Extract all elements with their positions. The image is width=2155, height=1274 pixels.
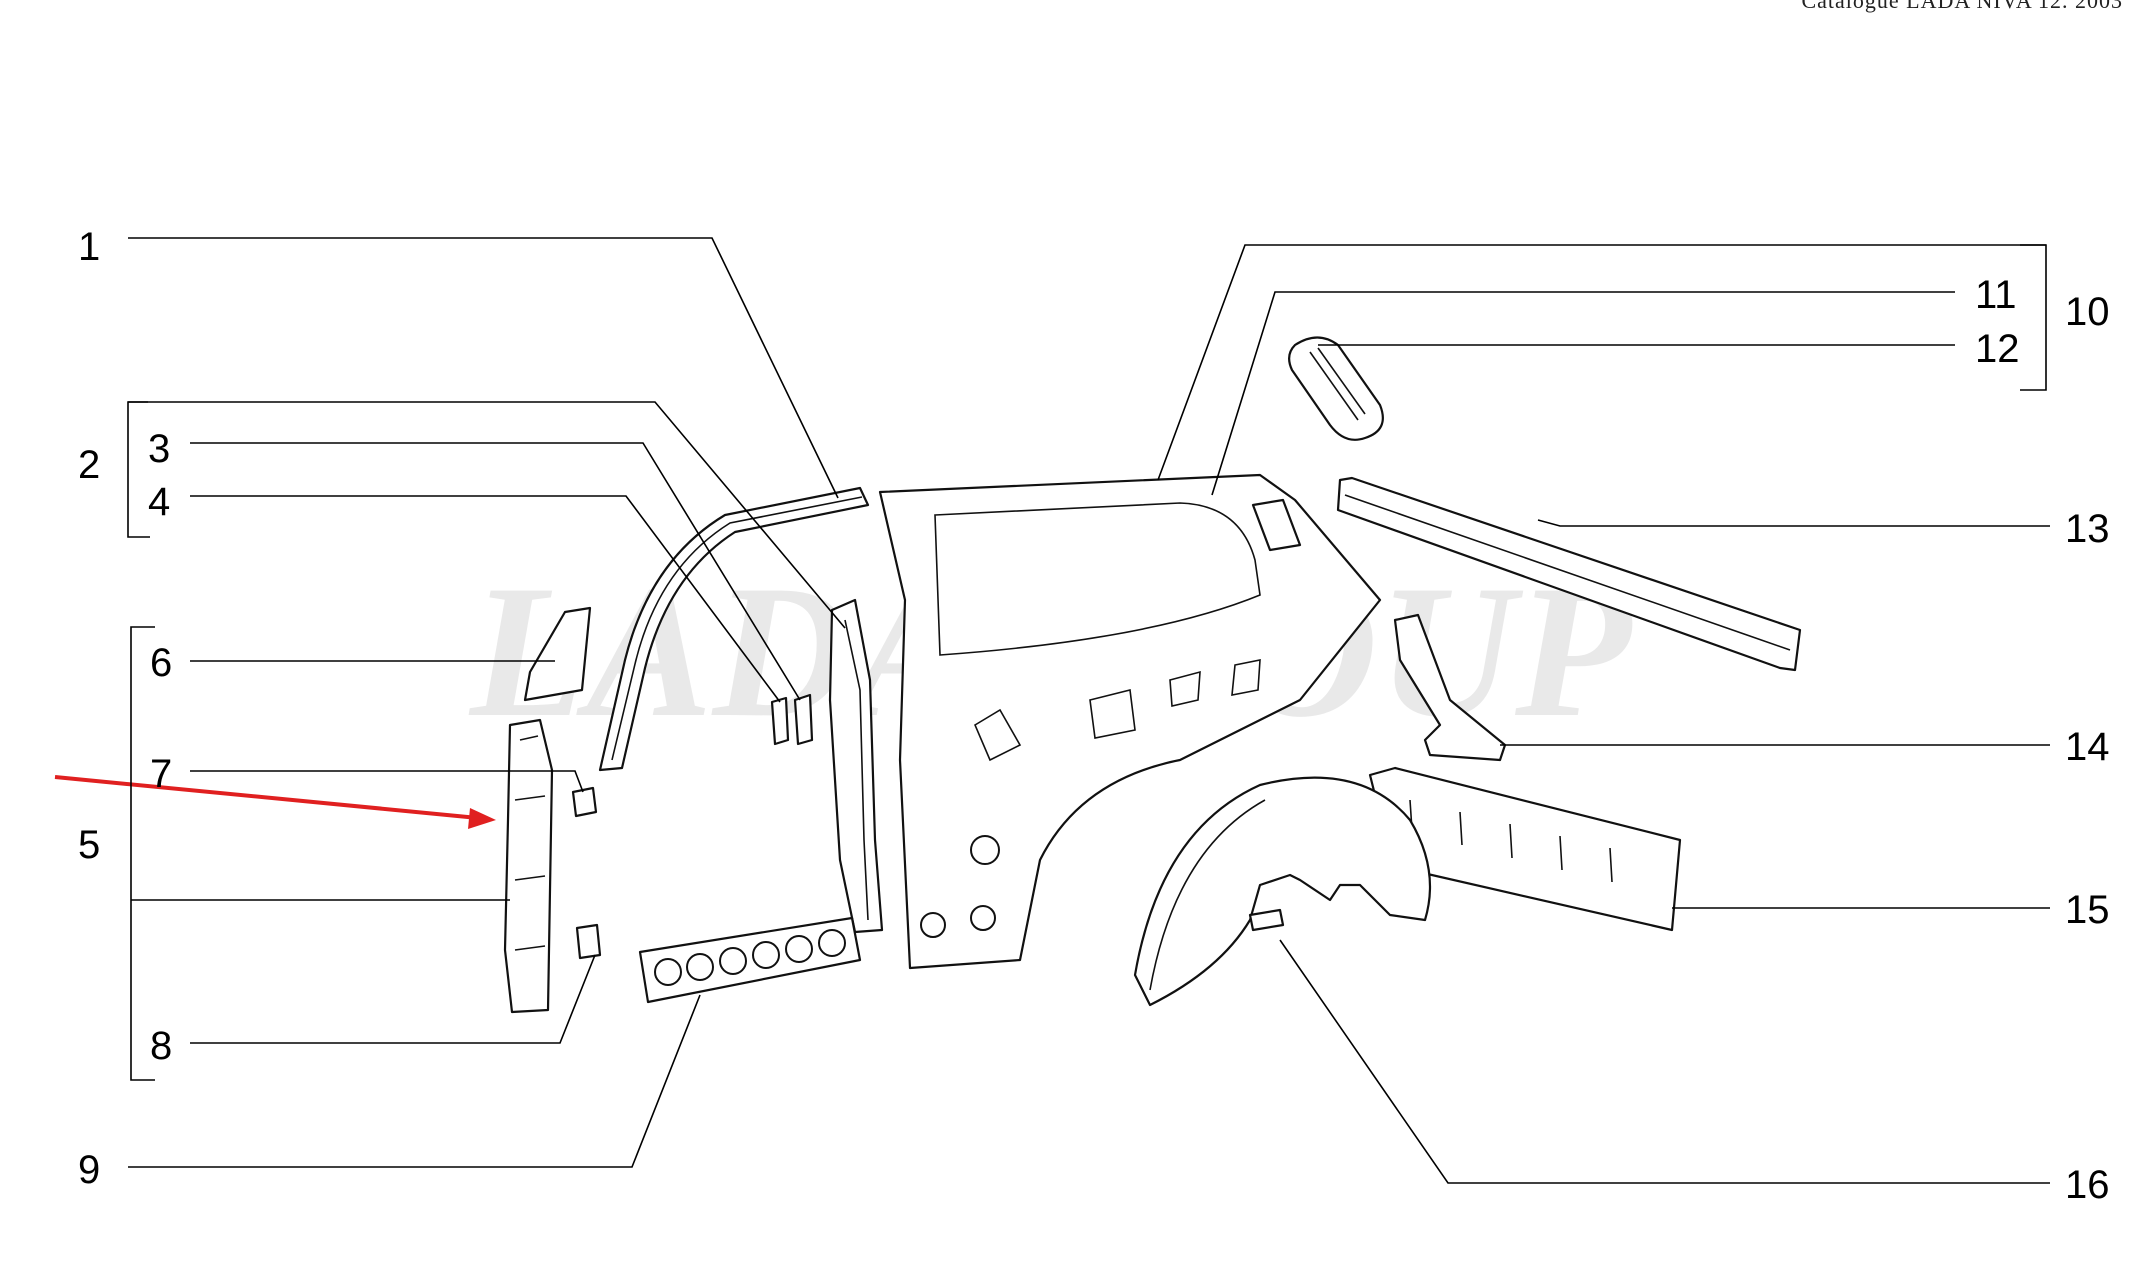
part-6-reinforcement[interactable] — [523, 606, 592, 702]
callout-15: 15 — [2065, 888, 2110, 932]
callout-11: 11 — [1975, 273, 2017, 317]
part-2-pillar[interactable] — [828, 598, 884, 934]
part-9-sill-panel[interactable] — [638, 916, 862, 1004]
callout-3: 3 — [148, 427, 170, 471]
callout-10: 10 — [2065, 290, 2110, 334]
part-12-vent-grille[interactable] — [1288, 336, 1384, 441]
part-5-reinforcement[interactable] — [503, 718, 554, 1014]
part-14-bracket[interactable] — [1393, 613, 1507, 762]
part-3-bracket[interactable] — [793, 693, 814, 746]
callout-12: 12 — [1975, 327, 2020, 371]
callout-numbers: 1 2 3 4 5 6 7 8 9 10 11 12 13 14 15 16 — [78, 225, 2110, 1207]
callout-1: 1 — [78, 225, 100, 269]
part-16-wheel-arch[interactable] — [1133, 776, 1432, 1007]
part-10-quarter-panel[interactable] — [878, 473, 1382, 970]
callout-16: 16 — [2065, 1163, 2110, 1207]
callout-8: 8 — [150, 1024, 172, 1068]
callout-2: 2 — [78, 443, 100, 487]
callout-5: 5 — [78, 823, 100, 867]
panel-vent — [1251, 498, 1302, 552]
red-pointer-arrow — [54, 775, 496, 829]
callout-13: 13 — [2065, 507, 2110, 551]
callout-6: 6 — [150, 641, 172, 685]
callout-14: 14 — [2065, 725, 2110, 769]
part-8-plate[interactable] — [575, 923, 602, 960]
part-1-pillar-arc[interactable] — [598, 486, 870, 772]
catalogue-header: Catalogue LADA NIVA 12. 2003 — [1801, 0, 2123, 13]
callout-7: 7 — [150, 752, 172, 796]
part-13-roof-rail[interactable] — [1336, 476, 1802, 672]
callout-4: 4 — [148, 480, 170, 524]
leader-lines — [127, 237, 2050, 1184]
part-7-plate[interactable] — [571, 786, 598, 818]
callout-9: 9 — [78, 1148, 100, 1192]
part-4-bracket[interactable] — [770, 696, 790, 746]
